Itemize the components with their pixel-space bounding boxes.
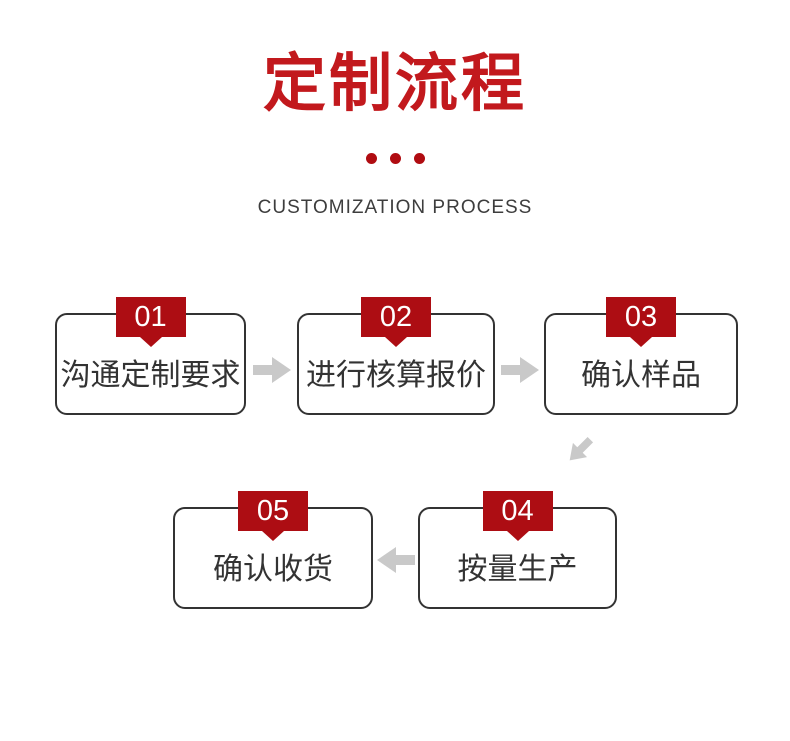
step-box-03: 03 确认样品 bbox=[544, 297, 738, 415]
dot-icon bbox=[389, 153, 401, 164]
step-box-01: 01 沟通定制要求 bbox=[55, 297, 246, 415]
arrow-right-icon bbox=[501, 357, 539, 383]
step-label-05: 确认收货 bbox=[213, 552, 333, 586]
step-box-04: 04 按量生产 bbox=[418, 491, 617, 609]
step-label-03: 确认样品 bbox=[581, 358, 701, 392]
step-box-05: 05 确认收货 bbox=[173, 491, 373, 609]
step-box-02: 02 进行核算报价 bbox=[297, 297, 495, 415]
step-number-badge-03: 03 bbox=[606, 297, 676, 337]
arrow-left-icon bbox=[377, 547, 415, 573]
step-number-badge-04: 04 bbox=[482, 491, 553, 531]
step-label-01: 沟通定制要求 bbox=[60, 358, 241, 392]
title-dots bbox=[0, 153, 790, 164]
dot-icon bbox=[365, 153, 377, 164]
arrow-down-left-icon bbox=[562, 432, 597, 467]
step-number-badge-05: 05 bbox=[238, 491, 308, 531]
arrow-right-icon bbox=[253, 357, 291, 383]
step-label-04: 按量生产 bbox=[457, 552, 578, 586]
page-title: 定制流程 bbox=[263, 49, 527, 119]
step-number-badge-02: 02 bbox=[361, 297, 431, 337]
page-subtitle: CUSTOMIZATION PROCESS bbox=[257, 197, 533, 218]
step-number-badge-01: 01 bbox=[115, 297, 186, 337]
dot-icon bbox=[413, 153, 425, 164]
step-label-02: 进行核算报价 bbox=[306, 358, 486, 392]
